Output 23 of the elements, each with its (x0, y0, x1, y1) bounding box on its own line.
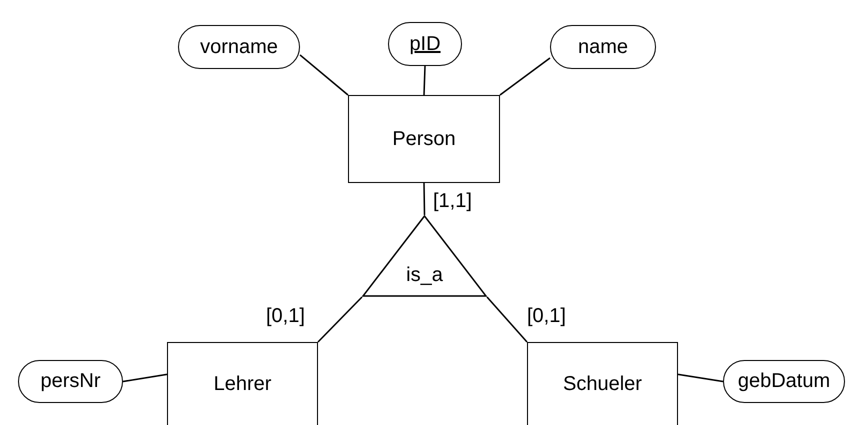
attribute-label: name (578, 36, 628, 58)
cardinality-label: [0,1] (266, 305, 305, 328)
connector-line (317, 296, 363, 343)
connector-line (423, 182, 426, 216)
relationship-label: is_a (406, 264, 443, 287)
key-attribute-label: pID (409, 32, 441, 56)
connector-line (500, 57, 550, 96)
entity-label: Schueler (563, 372, 642, 396)
cardinality-label: [1,1] (433, 190, 472, 213)
connector-line (300, 54, 348, 96)
connector-line (486, 296, 528, 342)
attribute-label: vorname (200, 36, 278, 58)
entity-box (167, 342, 318, 425)
attribute-label: persNr (40, 370, 100, 393)
connector-line (423, 66, 426, 96)
connector-line (122, 374, 168, 382)
attribute-label: gebDatum (738, 370, 830, 393)
connector-line (678, 374, 724, 382)
entity-box (348, 95, 500, 183)
entity-label: Person (392, 128, 456, 150)
cardinality-label: [0,1] (527, 305, 566, 328)
entity-box (527, 342, 678, 425)
entity-label: Lehrer (214, 372, 272, 396)
